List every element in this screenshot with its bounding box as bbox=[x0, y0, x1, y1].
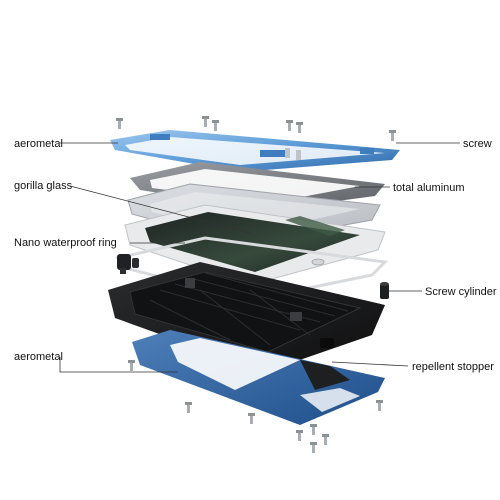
label-screw: screw bbox=[463, 138, 492, 150]
aerometal-frame-top bbox=[110, 130, 400, 172]
label-repellent-stopper: repellent stopper bbox=[412, 361, 494, 373]
screw-icon bbox=[185, 402, 192, 413]
screw-icon bbox=[128, 360, 135, 371]
rubber-inner-case bbox=[108, 262, 385, 372]
screw-icon bbox=[322, 434, 329, 445]
aerometal-back-bottom bbox=[132, 330, 385, 425]
bottom-screws bbox=[128, 360, 383, 453]
label-nano-waterproof-ring: Nano waterproof ring bbox=[14, 237, 117, 249]
left-stopper-parts bbox=[117, 254, 139, 274]
screw-icon bbox=[116, 118, 123, 129]
label-aerometal-bottom: aerometal bbox=[14, 351, 63, 363]
leader-aerometal-bottom bbox=[59, 357, 178, 373]
screw-icon bbox=[212, 120, 219, 131]
label-aerometal-top: aerometal bbox=[14, 138, 63, 150]
screw-icon bbox=[376, 400, 383, 411]
screw-icon bbox=[202, 116, 209, 127]
screw-icon bbox=[389, 130, 396, 141]
screw-icon bbox=[286, 120, 293, 131]
screw-icon bbox=[296, 122, 303, 133]
label-screw-cylinder: Screw cylinder bbox=[425, 286, 497, 298]
top-screws bbox=[116, 116, 396, 141]
leader-lines bbox=[59, 142, 460, 373]
screw-icon bbox=[310, 442, 317, 453]
label-gorilla-glass: gorilla glass bbox=[14, 180, 73, 192]
screw-icon bbox=[310, 424, 317, 435]
screw-icon bbox=[248, 413, 255, 424]
leader-gorilla-glass bbox=[69, 185, 251, 234]
screw-cylinder bbox=[380, 282, 389, 299]
leader-repellent-stopper bbox=[331, 361, 409, 367]
screw-icon bbox=[296, 430, 303, 441]
label-total-aluminum: total aluminum bbox=[393, 182, 465, 194]
